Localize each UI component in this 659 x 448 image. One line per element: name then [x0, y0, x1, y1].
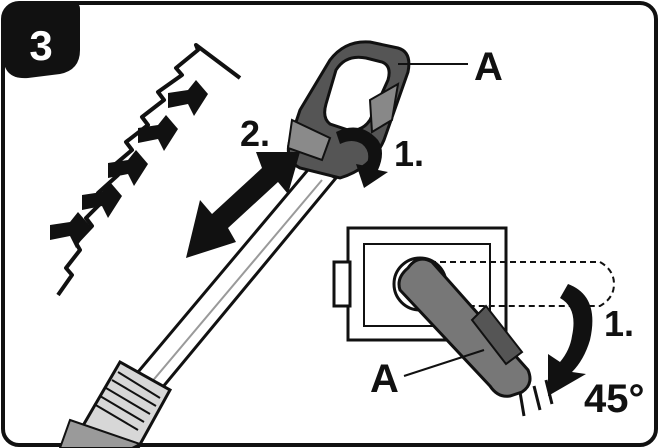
label-a-top: A [474, 45, 503, 89]
grip-body [68, 359, 173, 448]
label-a-bottom: A [370, 357, 399, 401]
attachment-clip [470, 304, 524, 366]
head-band [286, 118, 332, 162]
leader-line-a-bottom [403, 349, 485, 377]
ghost-attachment [429, 261, 616, 307]
handle-grip [58, 359, 173, 448]
airflow-arrow-4 [138, 115, 178, 151]
attachment-rotated [397, 257, 532, 398]
rotate-down-arrow-icon [548, 284, 593, 396]
rotate-arrow-icon [336, 127, 388, 188]
number-badge-icon [3, 3, 80, 79]
airflow-arrow-5 [168, 80, 208, 116]
airflow-arrows-icon [50, 43, 242, 297]
airflow-arrow-2 [82, 182, 122, 218]
label-step-2: 2. [240, 113, 270, 154]
head-side [368, 82, 400, 134]
mount-tab [332, 260, 352, 308]
double-arrow-icon [186, 152, 300, 258]
step-number: 3 [29, 22, 52, 69]
label-angle: 45° [584, 377, 645, 421]
airflow-arrow-3 [108, 150, 148, 186]
inset-detail [332, 226, 616, 417]
airflow-arrow-1 [50, 212, 90, 248]
label-step-1-right: 1. [604, 303, 634, 344]
step-badge: 3 [3, 3, 80, 79]
tube-highlight [149, 179, 323, 385]
wavy-surface-line [56, 43, 242, 297]
grip-collar [58, 418, 143, 448]
label-step-1-top: 1. [394, 133, 424, 174]
